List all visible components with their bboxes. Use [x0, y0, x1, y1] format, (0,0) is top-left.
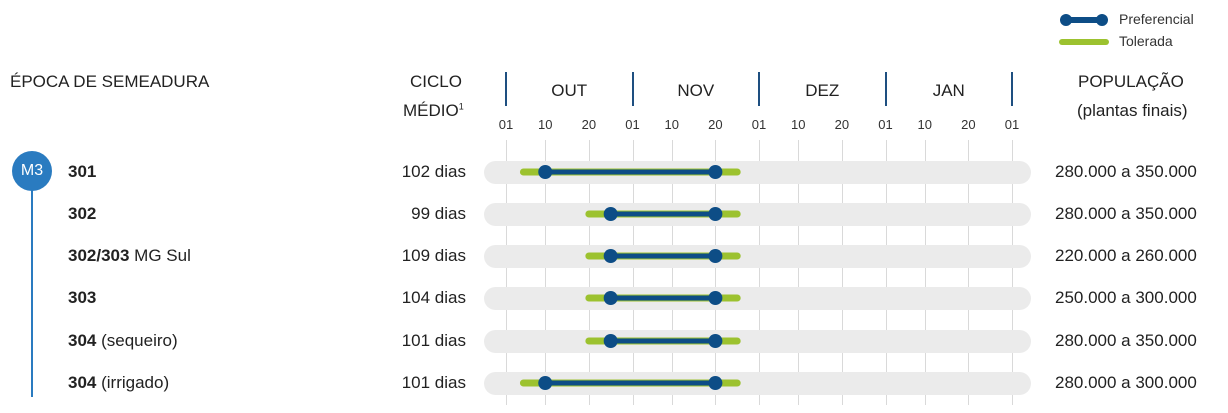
group-line: [31, 185, 33, 397]
population-header-line2: (plantas finais): [1077, 101, 1188, 120]
tick-label: 20: [961, 117, 976, 132]
row-population: 280.000 a 350.000: [1055, 162, 1197, 181]
month-separator: [1011, 72, 1013, 106]
preferred-end-dot: [708, 334, 723, 348]
month-label: OUT: [551, 81, 588, 100]
cultivar-note: (irrigado): [96, 373, 170, 392]
grid-line: [924, 140, 926, 405]
tick-label: 10: [538, 117, 553, 132]
preferred-end-dot: [708, 291, 723, 305]
row-track: [484, 287, 1031, 310]
row-cultivar-name: 303: [68, 288, 96, 308]
grid-line: [968, 140, 970, 405]
cultivar-code: 302/303: [68, 246, 130, 265]
grid-line: [545, 140, 547, 405]
row-population: 280.000 a 350.000: [1055, 331, 1197, 350]
grid-line: [506, 140, 507, 405]
preferred-end-dot: [708, 249, 723, 263]
row-cycle-days: 104 dias: [401, 288, 466, 307]
grid-line: [885, 140, 887, 405]
cultivar-code: 304: [68, 373, 97, 392]
tick-label: 10: [791, 117, 806, 132]
preferred-start-dot: [603, 291, 618, 305]
cycle-header-line2: MÉDIO1: [403, 101, 464, 120]
row-population: 280.000 a 350.000: [1055, 204, 1197, 223]
legend-preferred-dot-start: [1060, 14, 1072, 26]
preferred-start-dot: [538, 376, 553, 390]
preferred-end-dot: [708, 165, 723, 179]
row-cycle-days: 101 dias: [401, 373, 466, 392]
grid-line: [841, 140, 843, 405]
tick-label: 01: [751, 117, 767, 132]
row-cycle-days: 109 dias: [401, 246, 466, 265]
row-cultivar-name: 302/303 MG Sul: [68, 246, 191, 266]
grid-line: [715, 140, 717, 405]
grid-line: [759, 140, 760, 405]
tick-label: 01: [625, 117, 640, 132]
legend-preferred-label: Preferencial: [1119, 11, 1194, 27]
tick-label: 20: [708, 117, 723, 132]
row-cycle-days: 101 dias: [401, 331, 466, 350]
row-cultivar-name: 304 (sequeiro): [68, 331, 178, 351]
grid-line: [1012, 140, 1013, 405]
row-bars: [519, 165, 741, 179]
legend-swatches: [1059, 14, 1109, 45]
grid-line: [798, 140, 800, 405]
preferred-start-dot: [603, 249, 618, 263]
row-track: [484, 203, 1031, 226]
tick-label: 10: [917, 117, 932, 132]
row-population: 220.000 a 260.000: [1055, 246, 1197, 265]
month-label: DEZ: [805, 81, 840, 100]
month-label: NOV: [677, 81, 715, 100]
preferred-end-dot: [708, 207, 723, 221]
cultivar-note: MG Sul: [129, 246, 191, 265]
tick-label: 01: [1004, 117, 1020, 132]
legend-tolerated-label: Tolerada: [1119, 33, 1173, 49]
row-track: [484, 372, 1031, 395]
preferred-start-dot: [538, 165, 553, 179]
row-population: 280.000 a 300.000: [1055, 373, 1197, 392]
row-bars: [519, 376, 741, 390]
month-separator: [505, 72, 507, 106]
cultivar-code: 304: [68, 331, 97, 350]
row-bars: [585, 291, 741, 305]
legend-preferred-dot-end: [1096, 14, 1108, 26]
row-bars: [585, 207, 741, 221]
row-bars: [585, 249, 741, 263]
tick-label: 20: [581, 117, 597, 132]
cycle-header-line1: CICLO: [410, 72, 462, 91]
cultivar-note: (sequeiro): [96, 331, 178, 350]
cultivar-code: 303: [68, 288, 97, 307]
row-track: [484, 330, 1031, 353]
grid-line: [632, 140, 634, 405]
preferred-start-dot: [603, 334, 618, 348]
tick-label: 01: [878, 117, 893, 132]
row-cultivar-name: 302: [68, 204, 96, 224]
tick-label: 10: [664, 117, 679, 132]
cultivar-code: 302: [68, 204, 97, 223]
tick-label: 20: [834, 117, 850, 132]
row-cycle-days: 99 dias: [411, 204, 466, 223]
population-header-line1: POPULAÇÃO: [1078, 72, 1184, 91]
row-population: 250.000 a 300.000: [1055, 288, 1197, 307]
row-track: [484, 245, 1031, 268]
cultivar-code: 301: [68, 162, 97, 181]
month-separator: [631, 72, 634, 106]
tick-label: 01: [498, 117, 514, 132]
grid-line: [671, 140, 673, 405]
row-cycle-days: 102 dias: [401, 162, 466, 181]
preferred-end-dot: [708, 376, 723, 390]
group-badge: M3: [12, 151, 52, 191]
row-track: [484, 161, 1031, 184]
row-cultivar-name: 301: [68, 162, 96, 182]
month-label: JAN: [932, 81, 965, 100]
row-cultivar-name: 304 (irrigado): [68, 373, 169, 393]
month-separator: [884, 72, 887, 106]
grid-line: [588, 140, 590, 405]
month-separator: [758, 72, 760, 106]
epoch-header: ÉPOCA DE SEMEADURA: [10, 72, 210, 91]
row-bars: [585, 334, 741, 348]
preferred-start-dot: [603, 207, 618, 221]
